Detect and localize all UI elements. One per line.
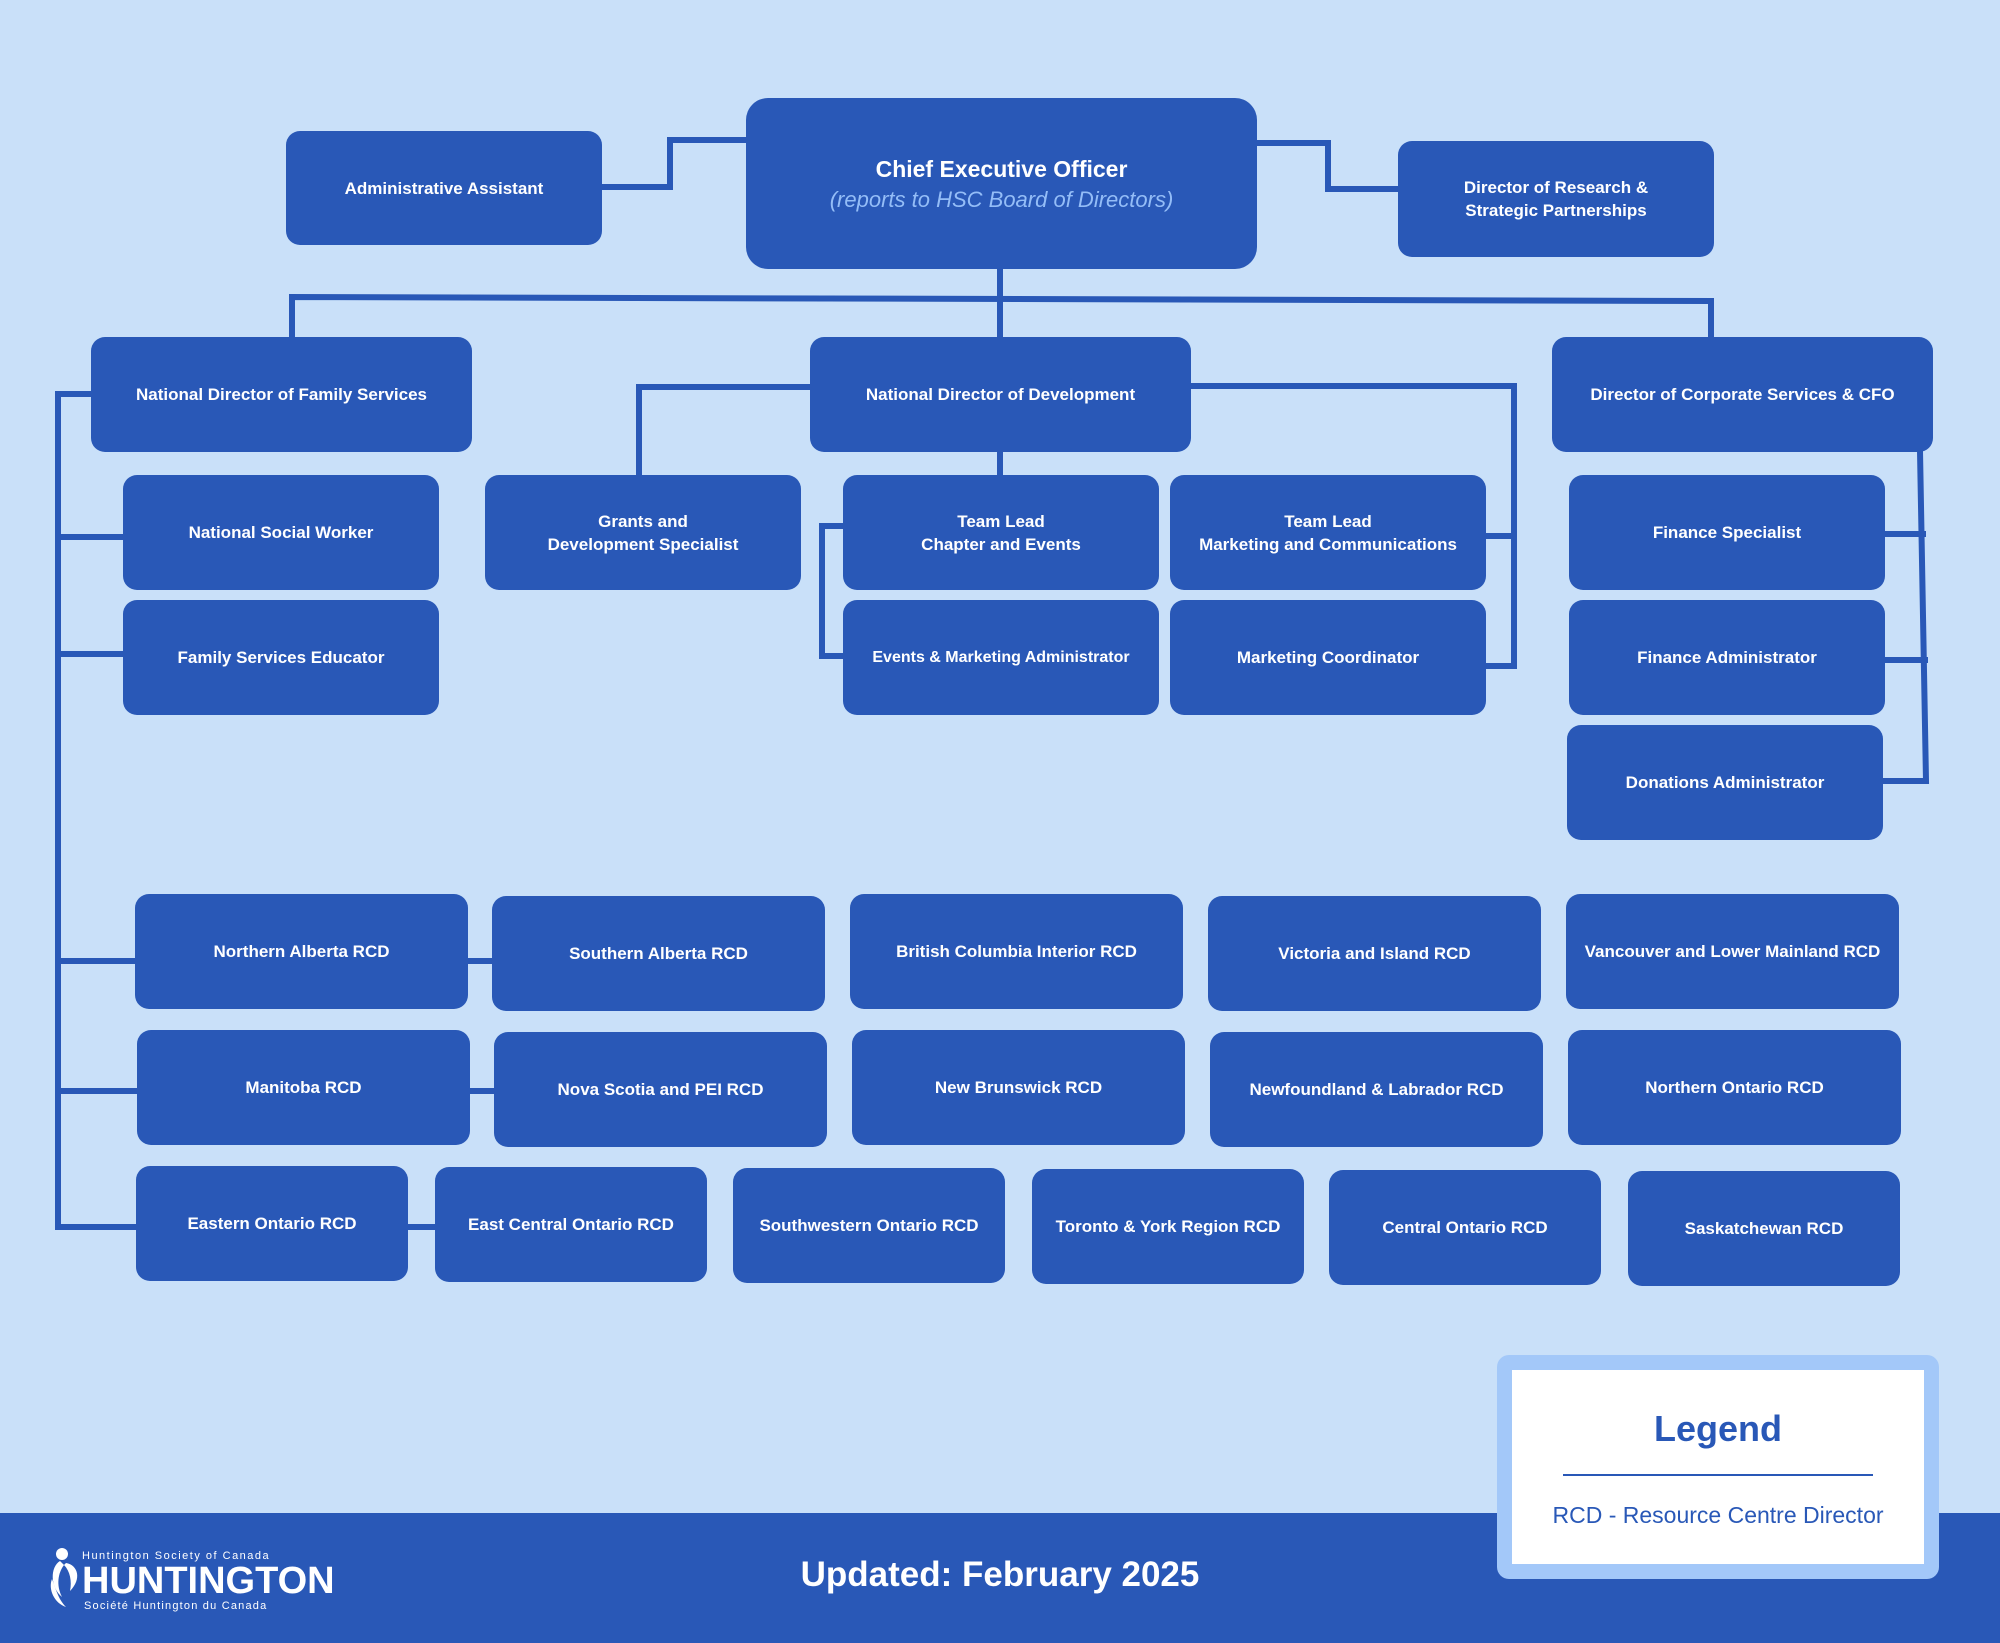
- rcd-label: Southwestern Ontario RCD: [759, 1216, 979, 1235]
- rcd-box: Central Ontario RCD: [1329, 1170, 1601, 1285]
- rcd-box: Newfoundland & Labrador RCD: [1210, 1032, 1543, 1147]
- rcd-box: Toronto & York Region RCD: [1032, 1169, 1304, 1284]
- corporate-services-director-label: Director of Corporate Services & CFO: [1590, 385, 1895, 404]
- rcd-label: Newfoundland & Labrador RCD: [1249, 1080, 1504, 1099]
- ceo-subtitle: (reports to HSC Board of Directors): [829, 186, 1174, 212]
- logo-bottom-text: Société Huntington du Canada: [84, 1600, 267, 1612]
- rcd-label: New Brunswick RCD: [934, 1078, 1103, 1097]
- research-director-label-2: Strategic Partnerships: [1465, 201, 1647, 220]
- legend-panel: Legend RCD - Resource Centre Director: [1512, 1370, 1924, 1564]
- rcd-box: Manitoba RCD: [137, 1030, 470, 1145]
- rcd-label: Northern Ontario RCD: [1645, 1078, 1824, 1097]
- rcd-box: British Columbia Interior RCD: [850, 894, 1183, 1009]
- admin-assistant-label: Administrative Assistant: [344, 178, 544, 198]
- rcd-box: Nova Scotia and PEI RCD: [494, 1032, 827, 1147]
- team-lead-chapter-label-2: Chapter and Events: [921, 534, 1081, 554]
- rcd-label: Northern Alberta RCD: [213, 942, 390, 961]
- grants-specialist-box: Grants and Development Specialist: [485, 475, 801, 590]
- rcd-box: Southern Alberta RCD: [492, 896, 825, 1011]
- connector-dev-grants: [636, 384, 815, 479]
- donations-admin-box: Donations Administrator: [1567, 725, 1883, 840]
- rcd-label: Toronto & York Region RCD: [1055, 1217, 1281, 1236]
- ceo-title: Chief Executive Officer: [875, 155, 1128, 182]
- rcd-box: New Brunswick RCD: [852, 1030, 1185, 1145]
- family-educator-box: Family Services Educator: [123, 600, 439, 715]
- rcd-box: Victoria and Island RCD: [1208, 896, 1541, 1011]
- rcd-box: Eastern Ontario RCD: [136, 1166, 408, 1281]
- logo-main-text: HUNTINGTON: [82, 1560, 335, 1602]
- marketing-coordinator-label: Marketing Coordinator: [1236, 648, 1420, 667]
- development-director-label: National Director of Development: [865, 385, 1136, 404]
- finance-specialist-label: Finance Specialist: [1652, 523, 1802, 542]
- research-director-box: Director of Research & Strategic Partner…: [1398, 141, 1714, 257]
- rcd-label: Nova Scotia and PEI RCD: [557, 1080, 764, 1099]
- rcd-box: Saskatchewan RCD: [1628, 1171, 1900, 1286]
- legend-divider: [1563, 1474, 1873, 1476]
- connector-corporate-spine: [1879, 447, 1930, 784]
- rcd-box: Southwestern Ontario RCD: [733, 1168, 1005, 1283]
- grants-specialist-label-2: Development Specialist: [547, 534, 739, 554]
- rcd-box: Northern Alberta RCD: [135, 894, 468, 1009]
- team-lead-marketing-label-2: Marketing and Communications: [1199, 534, 1457, 554]
- rcd-label: East Central Ontario RCD: [468, 1215, 674, 1234]
- social-worker-label: National Social Worker: [188, 523, 374, 542]
- development-director-box: National Director of Development: [810, 337, 1191, 452]
- ceo-box: Chief Executive Officer (reports to HSC …: [746, 98, 1257, 269]
- rcd-label: Central Ontario RCD: [1382, 1218, 1548, 1237]
- family-services-director-label: National Director of Family Services: [136, 385, 427, 404]
- rcd-label: Victoria and Island RCD: [1278, 944, 1471, 963]
- corporate-services-director-box: Director of Corporate Services & CFO: [1552, 337, 1933, 452]
- logo-top-text: Huntington Society of Canada: [82, 1550, 270, 1562]
- rcd-label: Southern Alberta RCD: [569, 944, 748, 963]
- rcd-box: Northern Ontario RCD: [1568, 1030, 1901, 1145]
- finance-admin-label: Finance Administrator: [1637, 648, 1817, 667]
- rcd-label: Saskatchewan RCD: [1684, 1219, 1844, 1238]
- legend-text: RCD - Resource Centre Director: [1552, 1502, 1884, 1528]
- huntington-logo: Huntington Society of Canada HUNTINGTON …: [50, 1548, 335, 1612]
- grants-specialist-label-1: Grants and: [598, 511, 688, 531]
- rcd-label: Vancouver and Lower Mainland RCD: [1584, 942, 1881, 961]
- donations-admin-label: Donations Administrator: [1625, 773, 1825, 792]
- events-admin-label: Events & Marketing Administrator: [872, 649, 1130, 666]
- rcd-label: Manitoba RCD: [245, 1078, 362, 1097]
- connector-ceo-research: [1252, 140, 1401, 192]
- events-admin-box: Events & Marketing Administrator: [843, 600, 1159, 715]
- legend-title: Legend: [1653, 1408, 1782, 1449]
- connector-family-spine: [55, 391, 140, 1230]
- admin-assistant-box: Administrative Assistant: [286, 131, 602, 245]
- finance-specialist-box: Finance Specialist: [1569, 475, 1885, 590]
- rcd-label: Eastern Ontario RCD: [187, 1214, 357, 1233]
- connector-ceo-admin: [597, 137, 751, 190]
- family-services-director-box: National Director of Family Services: [91, 337, 472, 452]
- connector-dev-marketing-spine: [1186, 383, 1517, 669]
- social-worker-box: National Social Worker: [123, 475, 439, 590]
- connector-chapter-events-admin: [819, 523, 848, 659]
- leaf-figure-icon: [50, 1548, 78, 1607]
- rcd-box: Vancouver and Lower Mainland RCD: [1566, 894, 1899, 1009]
- connector-ceo-directors: [289, 293, 1714, 341]
- team-lead-marketing-box: Team Lead Marketing and Communications: [1170, 475, 1486, 590]
- rcd-box: East Central Ontario RCD: [435, 1167, 707, 1282]
- updated-date: Updated: February 2025: [800, 1555, 1200, 1594]
- team-lead-marketing-label-1: Team Lead: [1284, 511, 1372, 531]
- rcd-label: British Columbia Interior RCD: [896, 942, 1137, 961]
- family-educator-label: Family Services Educator: [177, 648, 385, 667]
- finance-admin-box: Finance Administrator: [1569, 600, 1885, 715]
- marketing-coordinator-box: Marketing Coordinator: [1170, 600, 1486, 715]
- team-lead-chapter-label-1: Team Lead: [957, 511, 1045, 531]
- team-lead-chapter-box: Team Lead Chapter and Events: [843, 475, 1159, 590]
- legend-box: Legend RCD - Resource Centre Director: [1497, 1355, 1939, 1579]
- research-director-label-1: Director of Research &: [1463, 178, 1649, 197]
